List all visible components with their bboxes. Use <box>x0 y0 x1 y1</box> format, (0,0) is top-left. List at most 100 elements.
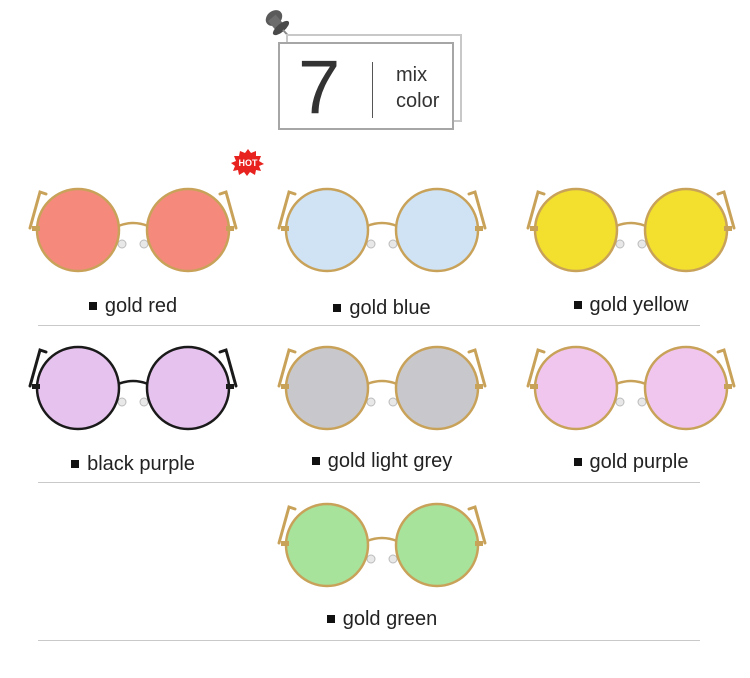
left-lens <box>533 187 619 273</box>
glasses-gold-light-grey-image <box>277 345 487 431</box>
bridge <box>117 221 149 228</box>
left-temple <box>277 190 297 230</box>
right-hinge <box>724 384 732 389</box>
product-gold-light-grey[interactable]: gold light grey <box>267 340 497 490</box>
right-temple <box>467 348 487 388</box>
product-label: gold blue <box>349 297 431 319</box>
glasses-black-purple-image <box>28 345 238 431</box>
badge-text-line1: mix <box>396 64 428 86</box>
right-nose-pad <box>388 239 398 249</box>
bullet-square-icon <box>333 303 342 312</box>
bullet-square-icon <box>573 457 582 466</box>
hot-badge-text: HOT <box>239 158 259 168</box>
right-hinge <box>475 226 483 231</box>
left-temple <box>277 505 297 545</box>
left-lens <box>284 187 370 273</box>
product-label: gold green <box>342 608 438 630</box>
product-label: gold light grey <box>327 450 453 472</box>
right-temple <box>218 190 238 230</box>
right-temple <box>716 348 736 388</box>
product-gold-purple[interactable]: gold purple <box>516 340 746 490</box>
left-nose-pad <box>615 239 625 249</box>
bridge <box>615 221 647 228</box>
right-hinge <box>475 541 483 546</box>
hot-badge-icon: HOT <box>231 149 264 176</box>
bullet-square-icon <box>71 459 80 468</box>
bullet-square-icon <box>311 456 320 465</box>
product-caption: gold blue <box>267 297 497 320</box>
left-hinge <box>281 226 289 231</box>
right-hinge <box>724 226 732 231</box>
bridge <box>366 379 398 386</box>
right-temple <box>467 190 487 230</box>
product-caption: gold green <box>267 608 497 631</box>
left-lens <box>533 345 619 431</box>
left-lens <box>284 345 370 431</box>
product-label: gold purple <box>589 451 689 473</box>
bridge <box>615 379 647 386</box>
right-temple <box>716 190 736 230</box>
mix-color-badge: 7 mix color <box>278 34 463 130</box>
right-lens <box>394 187 480 273</box>
bullet-square-icon <box>88 301 97 310</box>
right-lens <box>394 502 480 588</box>
left-temple <box>526 348 546 388</box>
badge-text-line2: color <box>396 90 440 112</box>
right-hinge <box>226 384 234 389</box>
left-temple <box>277 348 297 388</box>
row-divider <box>38 640 700 641</box>
right-nose-pad <box>637 239 647 249</box>
right-lens <box>145 345 231 431</box>
bullet-square-icon <box>326 614 335 623</box>
bridge <box>366 221 398 228</box>
badge-frame-front: 7 mix color <box>278 42 454 130</box>
right-nose-pad <box>139 239 149 249</box>
row-divider <box>38 482 700 483</box>
left-nose-pad <box>117 239 127 249</box>
left-hinge <box>530 384 538 389</box>
right-lens <box>394 345 480 431</box>
left-nose-pad <box>366 397 376 407</box>
product-caption: gold purple <box>516 451 746 474</box>
product-caption: gold yellow <box>516 294 746 317</box>
left-lens <box>35 187 121 273</box>
product-gold-blue[interactable]: gold blue <box>267 182 497 332</box>
left-hinge <box>281 384 289 389</box>
product-caption: black purple <box>18 453 248 476</box>
glasses-gold-green-image <box>277 502 487 588</box>
product-gold-green[interactable]: gold green <box>267 497 497 647</box>
right-nose-pad <box>637 397 647 407</box>
badge-text: mix color <box>396 62 439 114</box>
glasses-gold-purple-image <box>526 345 736 431</box>
right-nose-pad <box>388 397 398 407</box>
right-nose-pad <box>139 397 149 407</box>
left-hinge <box>281 541 289 546</box>
left-lens <box>284 502 370 588</box>
glasses-gold-yellow-image <box>526 187 736 273</box>
badge-divider <box>372 62 373 118</box>
product-black-purple[interactable]: black purple <box>18 340 248 490</box>
left-nose-pad <box>366 554 376 564</box>
left-nose-pad <box>366 239 376 249</box>
bullet-square-icon <box>573 300 582 309</box>
row-divider <box>38 325 700 326</box>
right-temple <box>467 505 487 545</box>
product-label: gold yellow <box>589 294 689 316</box>
left-temple <box>28 348 48 388</box>
left-lens <box>35 345 121 431</box>
left-hinge <box>32 226 40 231</box>
product-gold-red[interactable]: gold red <box>18 182 248 332</box>
left-hinge <box>530 226 538 231</box>
bridge <box>117 379 149 386</box>
right-lens <box>145 187 231 273</box>
product-caption: gold light grey <box>267 450 497 473</box>
color-count: 7 <box>298 45 341 130</box>
right-lens <box>643 345 729 431</box>
right-hinge <box>475 384 483 389</box>
left-temple <box>526 190 546 230</box>
glasses-gold-red-image <box>28 187 238 273</box>
bridge <box>366 536 398 543</box>
product-gold-yellow[interactable]: gold yellow <box>516 182 746 332</box>
left-temple <box>28 190 48 230</box>
glasses-gold-blue-image <box>277 187 487 273</box>
